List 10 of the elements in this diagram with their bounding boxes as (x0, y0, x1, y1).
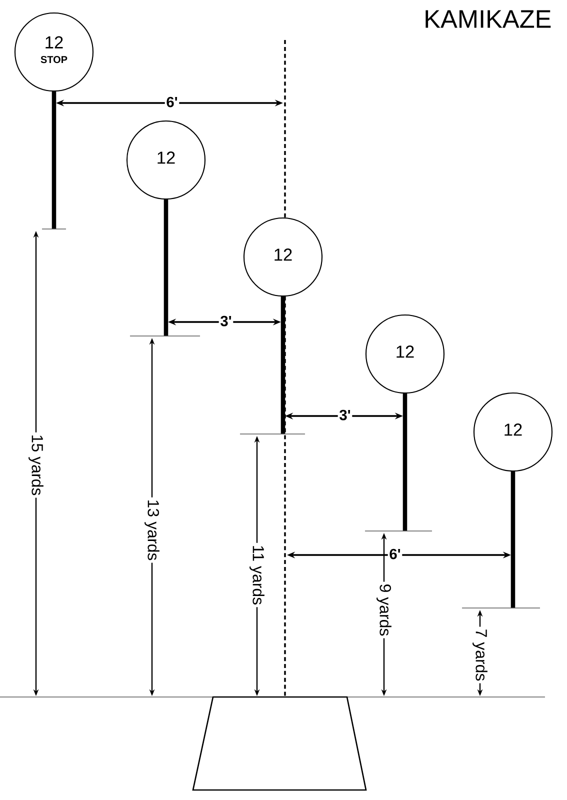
dimension-label: 7 yards (470, 626, 490, 684)
dimension-label: 6' (388, 547, 402, 561)
dimension-label: 3' (338, 408, 352, 422)
dimension-label: 3' (218, 314, 234, 328)
dimension-label: 6' (164, 95, 180, 109)
dimension-label: 15 yards (26, 432, 46, 498)
dimension-label: 11 yards (248, 542, 266, 608)
dimension-label: 9 yards (374, 582, 394, 638)
title: KAMIKAZE (426, 10, 551, 28)
dimension-label: 13 yards (142, 497, 162, 563)
